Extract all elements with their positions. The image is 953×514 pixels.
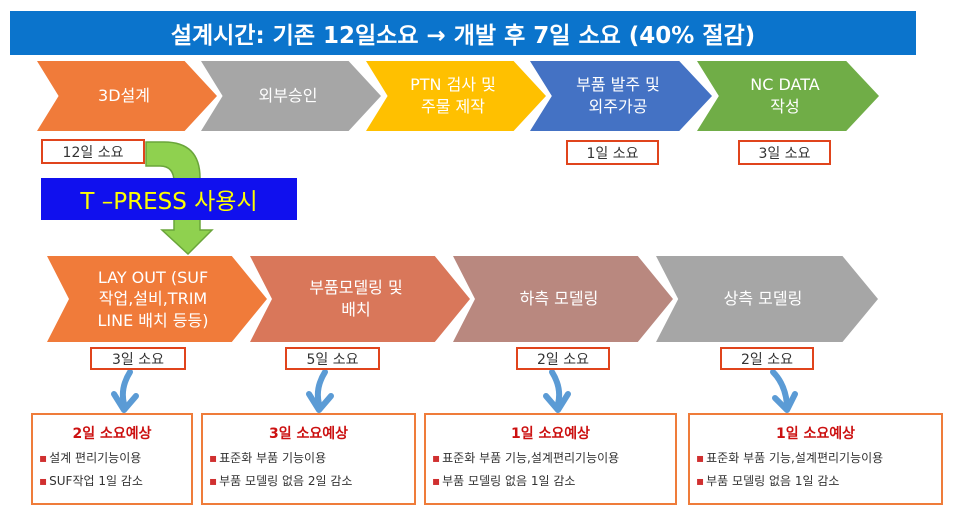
duration-tag: 3일 소요 bbox=[90, 347, 186, 370]
list-item: ▪부품 모델링 없음 2일 감소 bbox=[209, 474, 353, 488]
step-layout: LAY OUT (SUF 작업,설비,TRIM LINE 배치 등등) bbox=[47, 256, 267, 342]
result-heading: 1일 소요예상 bbox=[775, 426, 855, 442]
step-label: 상측 모델링 bbox=[723, 289, 803, 309]
list-item: ▪표준화 부품 기능이용 bbox=[209, 451, 327, 465]
step-part-modeling: 부품모델링 및 배치 bbox=[250, 256, 470, 342]
step-parts-order: 부품 발주 및 외주가공 bbox=[530, 61, 712, 131]
down-arrow-icon bbox=[111, 370, 139, 413]
step-label: PTN 검사 및 주물 제작 bbox=[410, 75, 496, 116]
list-item: ▪부품 모델링 없음 1일 감소 bbox=[432, 474, 576, 488]
step-label: NC DATA 작성 bbox=[750, 75, 820, 116]
step-label: 3D설계 bbox=[98, 86, 150, 106]
tpress-banner: T –PRESS 사용시 bbox=[41, 178, 297, 220]
down-arrow-icon bbox=[543, 370, 571, 413]
result-heading: 3일 소요예상 bbox=[268, 426, 348, 442]
list-item: ▪설계 편리기능이용 bbox=[39, 451, 142, 465]
list-item: ▪표준화 부품 기능,설계편리기능이용 bbox=[696, 451, 884, 465]
step-upper-modeling: 상측 모델링 bbox=[656, 256, 878, 342]
title-bar: 설계시간: 기존 12일소요 → 개발 후 7일 소요 (40% 절감) bbox=[10, 11, 916, 55]
duration-tag: 12일 소요 bbox=[41, 139, 145, 164]
result-box: 1일 소요예상 ▪표준화 부품 기능,설계편리기능이용 ▪부품 모델링 없음 1… bbox=[688, 413, 943, 505]
step-label: 하측 모델링 bbox=[519, 289, 599, 309]
step-nc-data: NC DATA 작성 bbox=[697, 61, 879, 131]
result-box: 2일 소요예상 ▪설계 편리기능이용 ▪SUF작업 1일 감소 bbox=[31, 413, 193, 505]
duration-tag: 1일 소요 bbox=[566, 140, 659, 165]
down-arrow-icon bbox=[306, 370, 334, 413]
duration-tag: 5일 소요 bbox=[285, 347, 380, 370]
step-label: LAY OUT (SUF 작업,설비,TRIM LINE 배치 등등) bbox=[97, 267, 209, 330]
list-item: ▪표준화 부품 기능,설계편리기능이용 bbox=[432, 451, 620, 465]
list-item: ▪부품 모델링 없음 1일 감소 bbox=[696, 474, 840, 488]
tpress-label: T –PRESS 사용시 bbox=[80, 189, 258, 215]
duration-tag: 2일 소요 bbox=[516, 347, 610, 370]
step-lower-modeling: 하측 모델링 bbox=[453, 256, 673, 342]
result-box: 1일 소요예상 ▪표준화 부품 기능,설계편리기능이용 ▪부품 모델링 없음 1… bbox=[424, 413, 677, 505]
duration-tag: 3일 소요 bbox=[738, 140, 831, 165]
step-3d-design: 3D설계 bbox=[37, 61, 217, 131]
list-item: ▪SUF작업 1일 감소 bbox=[39, 474, 143, 488]
result-heading: 2일 소요예상 bbox=[72, 426, 152, 442]
step-label: 부품 발주 및 외주가공 bbox=[576, 75, 660, 116]
step-label: 외부승인 bbox=[258, 86, 318, 106]
duration-tag: 2일 소요 bbox=[720, 347, 814, 370]
result-heading: 1일 소요예상 bbox=[510, 426, 590, 442]
down-arrow-icon bbox=[770, 370, 798, 413]
step-ptn-inspection: PTN 검사 및 주물 제작 bbox=[366, 61, 546, 131]
step-external-approval: 외부승인 bbox=[201, 61, 381, 131]
result-box: 3일 소요예상 ▪표준화 부품 기능이용 ▪부품 모델링 없음 2일 감소 bbox=[201, 413, 416, 505]
page-title: 설계시간: 기존 12일소요 → 개발 후 7일 소요 (40% 절감) bbox=[170, 23, 756, 49]
step-label: 부품모델링 및 배치 bbox=[309, 278, 403, 319]
